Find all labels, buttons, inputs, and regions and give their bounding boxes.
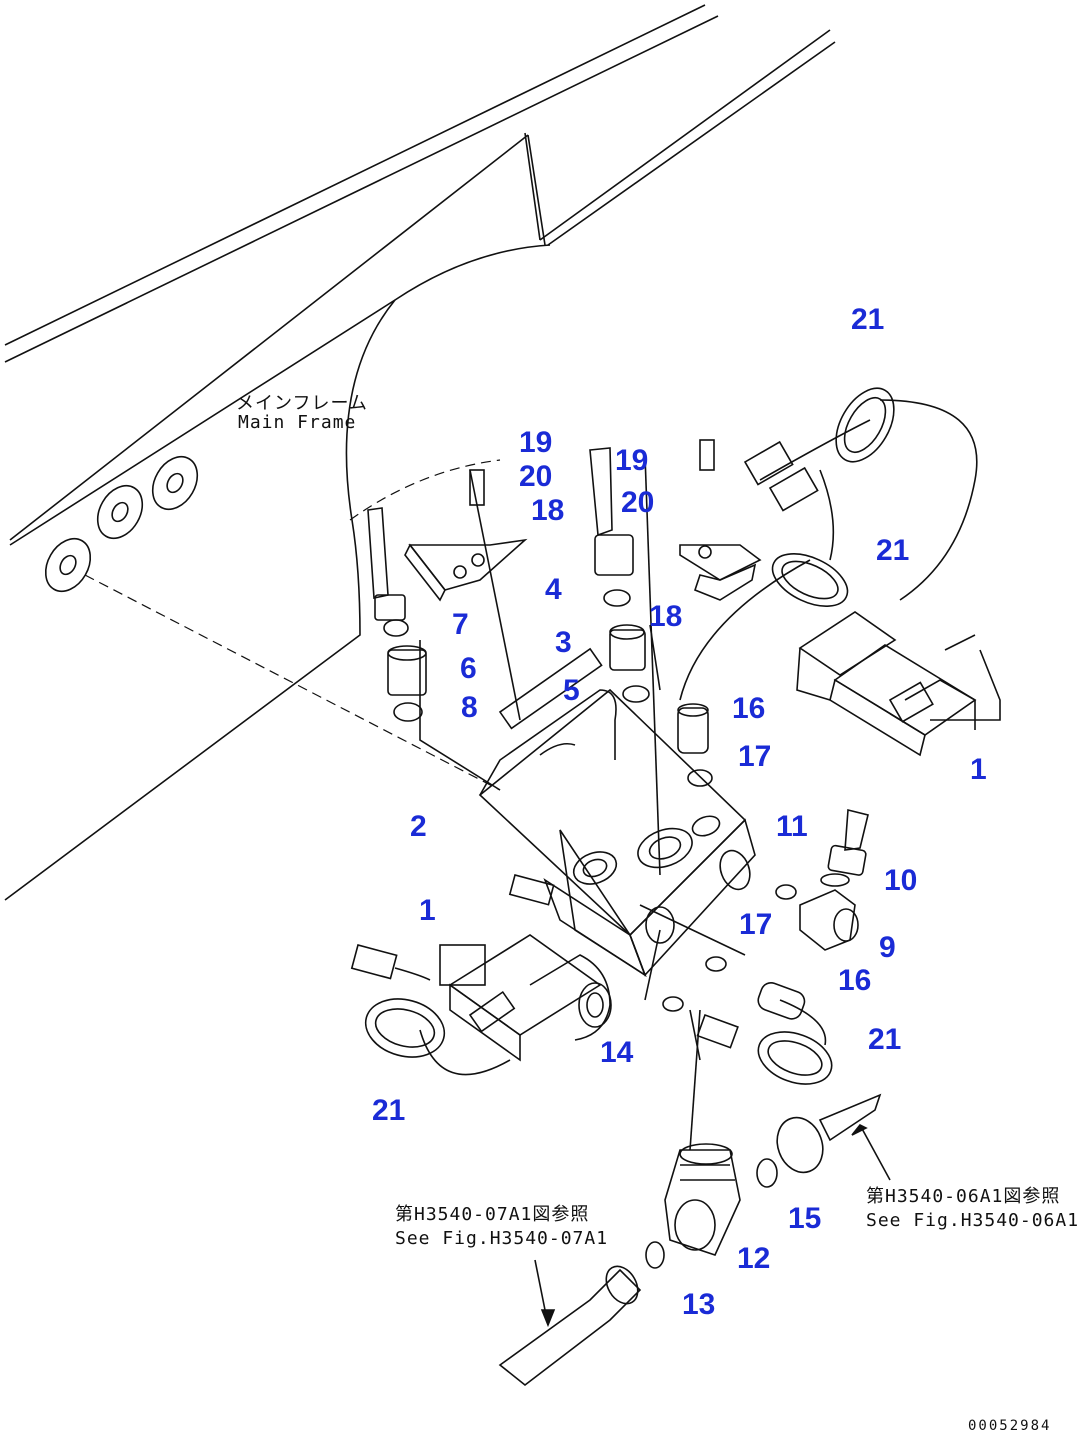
callout-19[interactable]: 19 (519, 426, 553, 459)
callout-14[interactable]: 14 (600, 1036, 634, 1069)
brackets (404, 439, 762, 602)
callout-7[interactable]: 7 (452, 608, 469, 641)
callout-9[interactable]: 9 (879, 931, 896, 964)
reference-right-en: See Fig.H3540-06A1 (866, 1210, 1080, 1231)
callout-11[interactable]: 11 (776, 810, 808, 843)
callout-13[interactable]: 13 (682, 1288, 716, 1321)
callout-17[interactable]: 17 (739, 908, 773, 941)
callout-17[interactable]: 17 (738, 740, 772, 773)
callout-21[interactable]: 21 (876, 534, 910, 567)
callout-2[interactable]: 2 (410, 810, 427, 843)
callout-6[interactable]: 6 (460, 652, 477, 685)
main-frame-label-jp: メインフレーム (236, 393, 368, 414)
callout-20[interactable]: 20 (519, 460, 553, 493)
solenoid-valve-right (796, 611, 1001, 757)
callout-12[interactable]: 12 (737, 1242, 771, 1275)
callout-16[interactable]: 16 (732, 692, 766, 725)
callout-10[interactable]: 10 (884, 864, 918, 897)
main-frame-label-en: Main Frame (238, 412, 357, 433)
callout-1[interactable]: 1 (419, 894, 436, 927)
callout-8[interactable]: 8 (461, 691, 478, 724)
manifold-block (478, 647, 756, 977)
arrow-markers (534, 1123, 891, 1328)
callout-3[interactable]: 3 (555, 626, 572, 659)
reference-left-en: See Fig.H3540-07A1 (395, 1228, 609, 1249)
fittings (383, 589, 859, 1269)
main-frame (4, 4, 836, 901)
callout-5[interactable]: 5 (563, 674, 580, 707)
callout-18[interactable]: 18 (649, 600, 683, 633)
drawing-number: 00052984 (968, 1418, 1052, 1434)
harness-connectors (350, 387, 895, 1085)
callout-20[interactable]: 20 (621, 486, 655, 519)
reference-left-jp: 第H3540-07A1図参照 (395, 1204, 590, 1225)
hoses (367, 447, 882, 1387)
callout-21[interactable]: 21 (851, 303, 885, 336)
reference-right-jp: 第H3540-06A1図参照 (866, 1186, 1061, 1207)
callout-16[interactable]: 16 (838, 964, 872, 997)
callout-15[interactable]: 15 (788, 1202, 822, 1235)
solenoid-valve-left (439, 934, 612, 1062)
callout-4[interactable]: 4 (545, 573, 562, 606)
callout-18[interactable]: 18 (531, 494, 565, 527)
callout-21[interactable]: 21 (868, 1023, 902, 1056)
callout-1[interactable]: 1 (970, 753, 987, 786)
callout-19[interactable]: 19 (615, 444, 649, 477)
callout-21[interactable]: 21 (372, 1094, 406, 1127)
